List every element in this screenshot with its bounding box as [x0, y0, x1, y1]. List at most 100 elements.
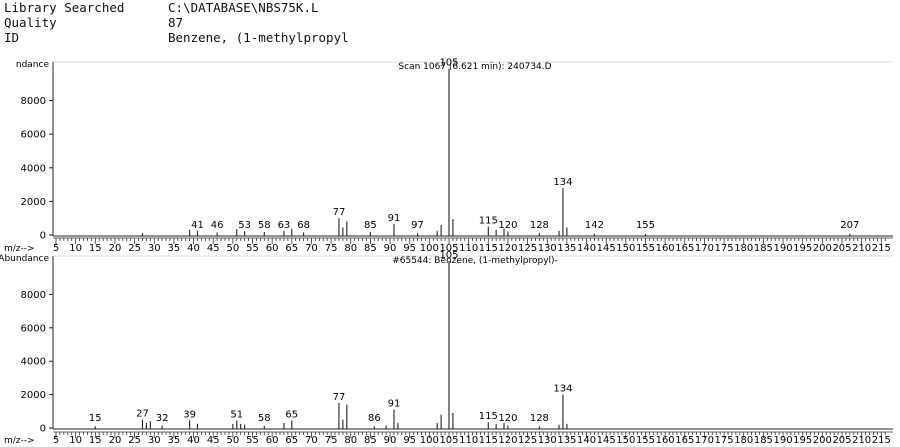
- x-tick-label: 170: [695, 435, 714, 446]
- peak-label: 97: [411, 220, 424, 231]
- x-tick-label: 45: [207, 435, 220, 446]
- quality-row: Quality 87: [4, 15, 564, 30]
- x-tick-label: 210: [852, 243, 871, 254]
- peak-label: 15: [89, 413, 102, 424]
- x-tick-label: 95: [403, 435, 416, 446]
- x-tick-label: 130: [538, 243, 557, 254]
- peak-label: 115: [479, 216, 498, 227]
- x-tick-label: 50: [226, 435, 239, 446]
- peak-label: 85: [364, 220, 377, 231]
- y-tick-label: 6000: [21, 323, 46, 334]
- peak-label: 63: [278, 220, 291, 231]
- x-tick-label: 70: [305, 243, 318, 254]
- x-tick-label: 165: [675, 435, 694, 446]
- x-tick-label: 5: [53, 243, 59, 254]
- x-tick-label: 55: [246, 435, 259, 446]
- x-tick-label: 60: [266, 435, 279, 446]
- x-tick-label: 80: [344, 243, 357, 254]
- peak-label: 58: [258, 413, 271, 424]
- x-tick-label: 115: [479, 435, 498, 446]
- x-tick-label: 185: [754, 243, 773, 254]
- x-tick-label: 120: [498, 243, 517, 254]
- x-tick-label: 105: [439, 435, 458, 446]
- x-tick-label: 70: [305, 435, 318, 446]
- x-tick-label: 25: [128, 243, 141, 254]
- peak-label: 32: [156, 413, 169, 424]
- peak-label: 68: [297, 220, 310, 231]
- x-tick-label: 85: [364, 243, 377, 254]
- x-tick-label: 180: [734, 243, 753, 254]
- y-tick-label: 2000: [21, 390, 46, 401]
- x-tick-label: 110: [459, 435, 478, 446]
- peak-label: 120: [498, 220, 517, 231]
- peak-label: 115: [479, 411, 498, 422]
- x-tick-label: 30: [148, 435, 161, 446]
- x-tick-label: 140: [577, 435, 596, 446]
- peak-label: 65: [285, 409, 298, 420]
- x-tick-label: 85: [364, 435, 377, 446]
- x-tick-label: 80: [344, 435, 357, 446]
- x-tick-label: 155: [636, 435, 655, 446]
- y-tick-label: 6000: [21, 130, 46, 141]
- peak-label: 128: [530, 413, 549, 424]
- x-tick-label: 135: [557, 243, 576, 254]
- peak-label: 91: [388, 213, 401, 224]
- library-row: Library Searched C:\DATABASE\NBS75K.L: [4, 0, 564, 15]
- peak-label: 41: [191, 220, 204, 231]
- x-tick-label: 20: [109, 435, 122, 446]
- x-tick-label: 160: [656, 435, 675, 446]
- peak-label: 53: [238, 220, 251, 231]
- x-tick-label: 170: [695, 243, 714, 254]
- peak-label: 58: [258, 220, 271, 231]
- x-tick-label: 195: [793, 435, 812, 446]
- peak-label: 134: [553, 384, 572, 395]
- peak-label: 39: [183, 409, 196, 420]
- y-tick-label: 4000: [21, 357, 46, 368]
- x-tick-label: 210: [852, 435, 871, 446]
- x-tick-label: 200: [813, 243, 832, 254]
- x-tick-label: 10: [69, 243, 82, 254]
- peak-label: 91: [388, 399, 401, 410]
- id-value: Benzene, (1-methylpropyl: [168, 30, 349, 45]
- report-header: Library Searched C:\DATABASE\NBS75K.L Qu…: [4, 0, 564, 45]
- id-row: ID Benzene, (1-methylpropyl: [4, 30, 564, 45]
- x-tick-label: 215: [872, 243, 891, 254]
- x-tick-label: 95: [403, 243, 416, 254]
- library-value: C:\DATABASE\NBS75K.L: [168, 0, 319, 15]
- x-axis-title: m/z-->: [4, 436, 35, 446]
- peak-label: 105: [439, 250, 458, 261]
- x-tick-label: 175: [715, 243, 734, 254]
- x-tick-label: 65: [285, 243, 298, 254]
- id-label: ID: [4, 30, 20, 45]
- x-tick-label: 190: [773, 435, 792, 446]
- x-tick-label: 125: [518, 243, 537, 254]
- x-tick-label: 180: [734, 435, 753, 446]
- x-axis-title: m/z-->: [4, 244, 35, 254]
- x-tick-label: 105: [439, 243, 458, 254]
- y-tick-label: 0: [40, 424, 46, 435]
- x-tick-label: 10: [69, 435, 82, 446]
- x-tick-label: 140: [577, 243, 596, 254]
- x-tick-label: 125: [518, 435, 537, 446]
- x-tick-label: 75: [325, 243, 338, 254]
- y-axis-title: ndance: [16, 60, 50, 70]
- x-tick-label: 205: [832, 435, 851, 446]
- x-tick-label: 160: [656, 243, 675, 254]
- x-tick-label: 35: [168, 435, 181, 446]
- peak-label: 46: [211, 220, 224, 231]
- x-tick-label: 65: [285, 435, 298, 446]
- x-tick-label: 50: [226, 243, 239, 254]
- peak-label: 207: [840, 220, 859, 231]
- quality-label: Quality: [4, 15, 57, 30]
- x-tick-label: 135: [557, 435, 576, 446]
- peak-label: 77: [333, 392, 346, 403]
- x-tick-label: 60: [266, 243, 279, 254]
- x-tick-label: 175: [715, 435, 734, 446]
- x-tick-label: 145: [597, 435, 616, 446]
- x-tick-label: 100: [420, 243, 439, 254]
- x-tick-label: 185: [754, 435, 773, 446]
- x-tick-label: 25: [128, 435, 141, 446]
- peak-label: 128: [530, 220, 549, 231]
- y-tick-label: 0: [40, 231, 46, 242]
